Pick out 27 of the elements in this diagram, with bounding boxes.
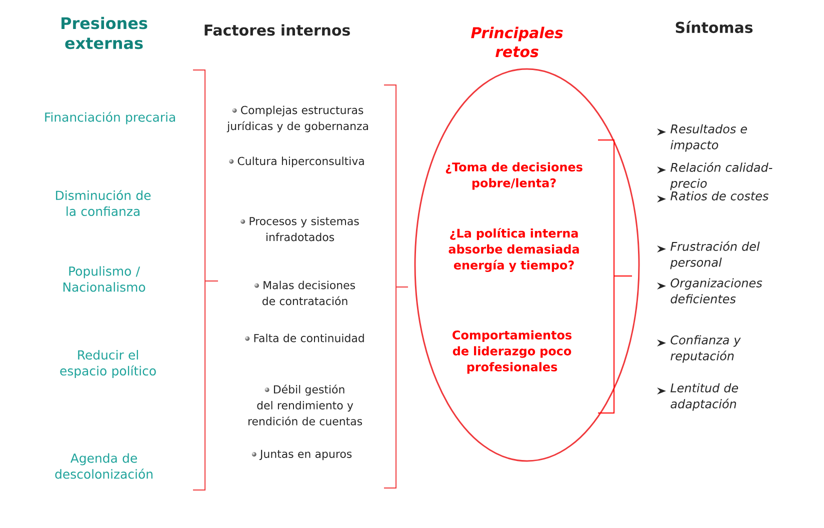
factor-text: Débil gestión del rendimiento y rendición de cuentas <box>248 384 362 426</box>
challenge-text: Comportamientos de liderazgo poco profesionales <box>452 330 572 374</box>
factor-text: Falta de continuidad <box>254 334 364 342</box>
symptom-text: Resultados e impacto <box>670 124 747 152</box>
factor-text: Complejas estructuras jurídicas y de gobernanza <box>226 106 368 132</box>
symptom-text: Frustración del personal <box>670 241 760 270</box>
pressure-text: Populismo / Nacionalismo <box>63 266 146 292</box>
factor-text: Procesos y sistemas infradotados <box>250 216 359 242</box>
factor-text: Juntas en apuros <box>259 450 352 460</box>
symptom-text: Ratios de costes <box>670 191 768 200</box>
symptom-text: Lentitud de adaptación <box>670 383 738 411</box>
pressure-text: Agenda de descolonización <box>55 453 152 479</box>
column-heading: Síntomas <box>676 20 753 34</box>
challenge-text: ¿Toma de decisiones pobre/lenta? <box>446 162 582 190</box>
column-heading: Presiones externas <box>62 16 148 50</box>
challenge-text: ¿La política interna absorbe demasiada energía y tiempo? <box>448 228 579 272</box>
pressure-text: Disminución de la confianza <box>56 190 151 216</box>
symptom-text: Organizaciones deficientes <box>670 278 762 304</box>
pressure-text: Reducir el espacio político <box>60 350 156 378</box>
heading: Principales retos <box>471 26 563 58</box>
challenge-ellipse <box>414 68 640 462</box>
column-heading: Factores internos <box>204 24 350 36</box>
symptom-text: Confianza y reputación <box>670 335 741 363</box>
factor-text: Cultura hiperconsultiva <box>238 156 364 168</box>
pressure-text: Financiación precaria <box>45 112 175 124</box>
factor-text: Malas decisiones de contratación <box>262 280 355 306</box>
symptom-text: Relación calidad-precio <box>670 162 772 190</box>
